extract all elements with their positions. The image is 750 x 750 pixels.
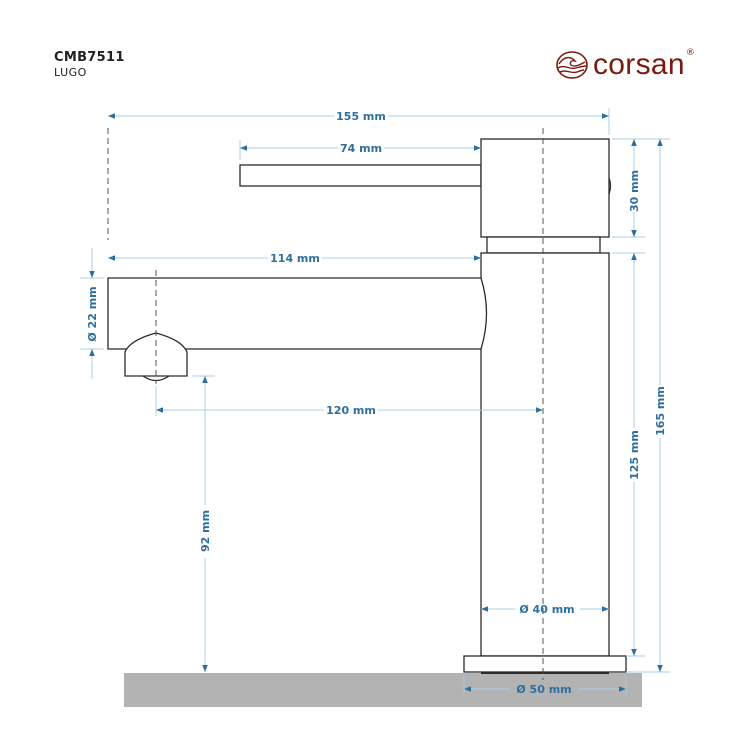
label-body-diameter: Ø 40 mm	[519, 603, 574, 616]
lever-handle	[239, 164, 482, 187]
label-spout-diameter: Ø 22 mm	[86, 286, 99, 341]
spout	[107, 277, 488, 350]
faucet-outline	[107, 138, 627, 674]
faucet-body	[480, 252, 610, 657]
base-plate	[463, 655, 627, 673]
registered-mark: ®	[685, 48, 695, 58]
model-name: LUGO	[54, 66, 87, 79]
countertop	[124, 673, 642, 707]
collar	[486, 236, 601, 254]
product-header: CMB7511 LUGO	[54, 50, 125, 80]
label-base-diameter: Ø 50 mm	[516, 683, 571, 696]
handle-cartridge	[480, 138, 610, 238]
label-body-height: 125 mm	[628, 430, 641, 480]
wave-logo-icon	[556, 51, 588, 79]
label-spout-length: 114 mm	[270, 252, 320, 265]
label-handle-height: 30 mm	[628, 170, 641, 212]
brand-logo: corsan ®	[555, 48, 695, 81]
label-lever-length: 74 mm	[340, 142, 382, 155]
brand-wordmark: corsan	[593, 48, 685, 81]
label-total-height: 165 mm	[654, 386, 667, 436]
label-axis-to-outlet: 120 mm	[326, 404, 376, 417]
label-total-length: 155 mm	[336, 110, 386, 123]
center-lines	[107, 128, 544, 680]
model-code: CMB7511	[54, 50, 125, 65]
label-outlet-height: 92 mm	[199, 510, 212, 552]
